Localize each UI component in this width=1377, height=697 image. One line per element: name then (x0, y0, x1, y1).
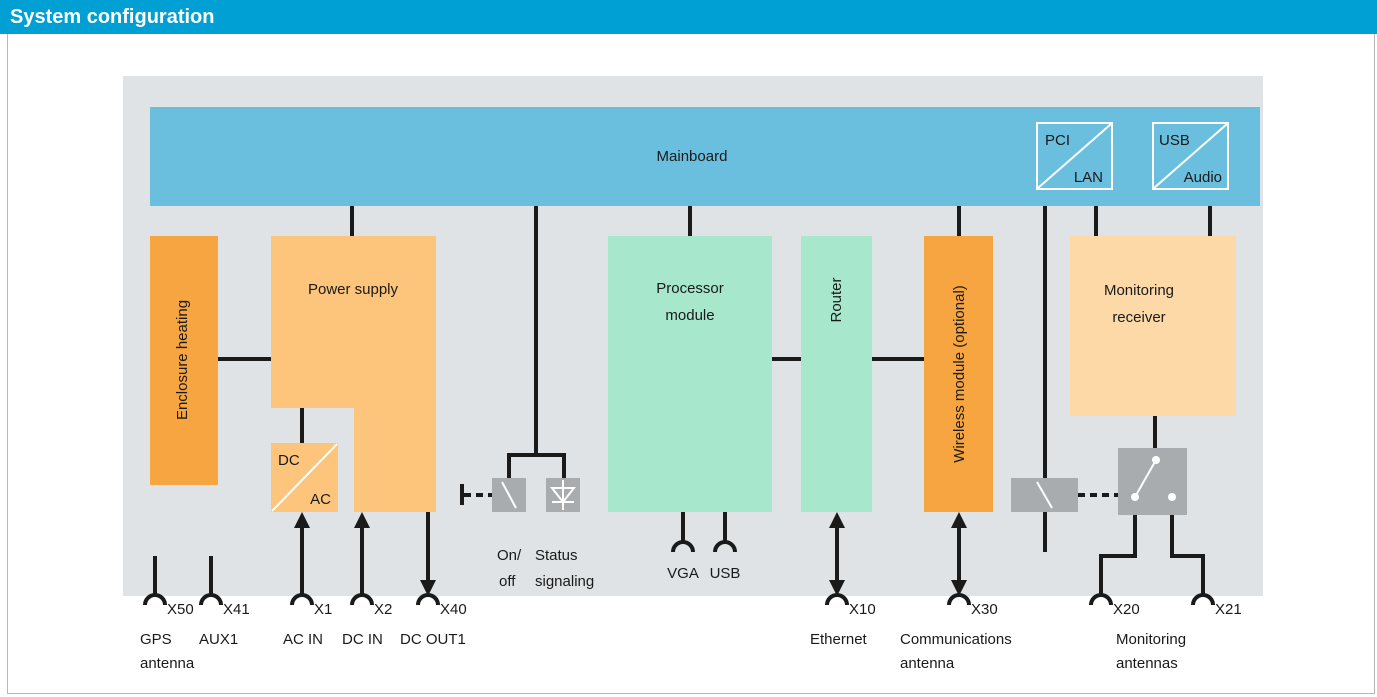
on-off-label-line1: On/ (497, 547, 522, 564)
x2-label: X2 (374, 601, 392, 618)
connector-x20-icon (1089, 593, 1113, 606)
enclosure-heating-label: Enclosure heating (174, 300, 191, 420)
on-off-switch (460, 478, 526, 512)
usb-converter-label: USB (1159, 132, 1190, 149)
x21-label: X21 (1215, 601, 1242, 618)
ac-label: AC (310, 491, 331, 508)
monitoring-label-line1: Monitoring (1116, 631, 1186, 648)
processor-module-block (608, 236, 772, 512)
comm-label-line1: Communications (900, 631, 1012, 648)
status-label-line1: Status (535, 547, 578, 564)
x30-label: X30 (971, 601, 998, 618)
connection-lines (153, 206, 1212, 594)
ethernet-label: Ethernet (810, 631, 868, 648)
arrow-lines (294, 512, 967, 596)
gps-label-line2: antenna (140, 655, 195, 672)
power-supply-block (271, 236, 436, 512)
x10-label: X10 (849, 601, 876, 618)
pci-label: PCI (1045, 132, 1070, 149)
wireless-module-block (924, 236, 993, 512)
connector-x40-icon (416, 593, 440, 606)
comm-label-line2: antenna (900, 655, 955, 672)
audio-label: Audio (1184, 169, 1222, 186)
lan-label: LAN (1074, 169, 1103, 186)
router-block (801, 236, 872, 512)
x20-label: X20 (1113, 601, 1140, 618)
aux1-label: AUX1 (199, 631, 238, 648)
status-signaling-diode (546, 478, 580, 512)
connector-vga-icon (671, 540, 695, 553)
dc-in-label: DC IN (342, 631, 383, 648)
connector-x41-icon (199, 593, 223, 606)
page-title: System configuration (10, 6, 215, 28)
pci-lan-converter: PCI LAN (1036, 122, 1113, 190)
power-supply-label: Power supply (308, 281, 399, 298)
processor-label-line1: Processor (656, 280, 724, 297)
x41-label: X41 (223, 601, 250, 618)
on-off-label-line2: off (499, 573, 516, 590)
connector-x50-icon (143, 593, 167, 606)
monitoring-label-line2: antennas (1116, 655, 1178, 672)
status-label-line2: signaling (535, 573, 594, 590)
connector-x30-icon (947, 593, 971, 606)
usb-audio-converter: USB Audio (1152, 122, 1229, 190)
ac-in-label: AC IN (283, 631, 323, 648)
connector-x1-icon (290, 593, 314, 606)
receiver-label-line1: Monitoring (1104, 282, 1174, 299)
antenna-changeover-switch (1118, 448, 1187, 515)
dc-ac-converter: DC AC (271, 443, 338, 512)
content-frame (7, 34, 1375, 694)
dc-label: DC (278, 452, 300, 469)
router-label: Router (828, 277, 845, 322)
x50-label: X50 (167, 601, 194, 618)
connector-usb-icon (713, 540, 737, 553)
dc-out1-label: DC OUT1 (400, 631, 466, 648)
connector-x2-icon (350, 593, 374, 606)
x40-label: X40 (440, 601, 467, 618)
enclosure-heating-block (150, 236, 218, 485)
monitoring-receiver-block (1070, 236, 1236, 416)
mainboard-label: Mainboard (657, 148, 728, 165)
header-bar: System configuration (0, 0, 1377, 34)
connector-symbols (143, 540, 1215, 606)
usb-port-label: USB (710, 565, 741, 582)
wireless-module-label: Wireless module (optional) (951, 285, 968, 463)
processor-label-line2: module (665, 307, 714, 324)
vga-label: VGA (667, 565, 699, 582)
x1-label: X1 (314, 601, 332, 618)
receiver-label-line2: receiver (1112, 309, 1165, 326)
antenna-switch-left (1011, 478, 1118, 512)
connector-x10-icon (825, 593, 849, 606)
connector-x21-icon (1191, 593, 1215, 606)
gps-label-line1: GPS (140, 631, 172, 648)
